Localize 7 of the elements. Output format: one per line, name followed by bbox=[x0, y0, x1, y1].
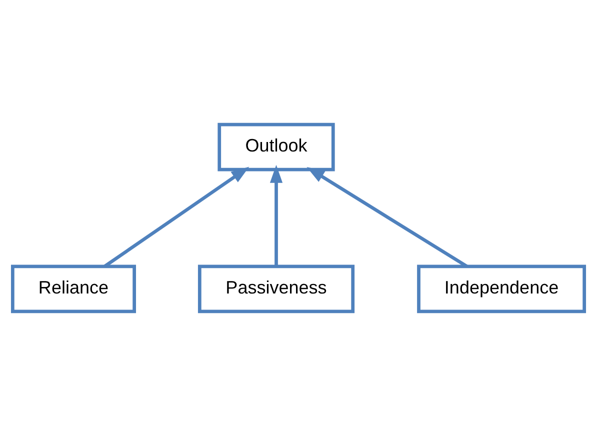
arrow bbox=[306, 166, 468, 268]
node-box: Reliance bbox=[10, 264, 136, 313]
node-box: Outlook bbox=[218, 122, 335, 171]
node-box: Passiveness bbox=[198, 264, 355, 313]
arrow bbox=[104, 166, 250, 268]
arrow bbox=[270, 164, 283, 266]
node-box: Independence bbox=[417, 264, 586, 313]
